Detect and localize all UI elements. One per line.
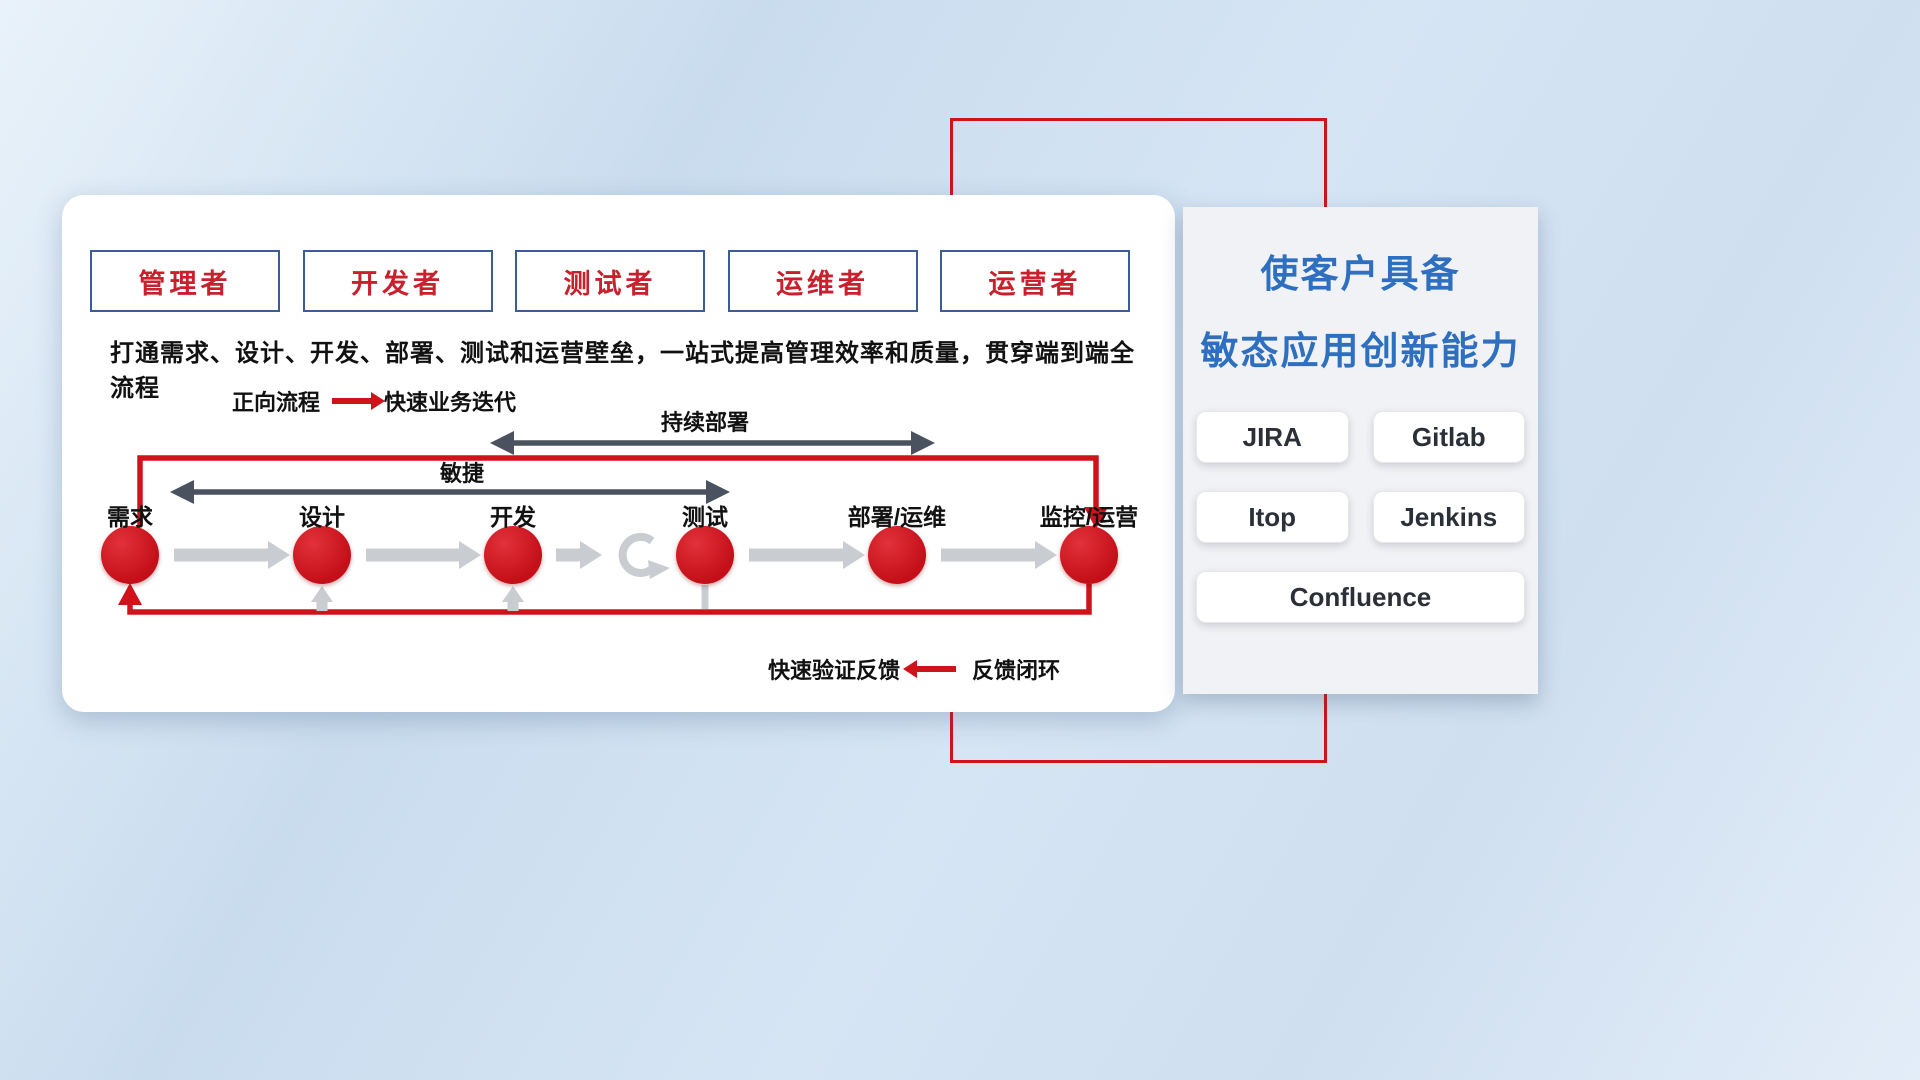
forward-legend-value: 快速业务迭代 [384, 390, 517, 415]
flow-step-label: 部署/运维 [847, 504, 947, 530]
roles-row: 管理者 开发者 测试者 运维者 运营者 [90, 250, 1130, 312]
feedback-legend: 快速验证反馈 反馈闭环 [768, 653, 1060, 685]
flow-node-circle [484, 526, 542, 584]
panel-title-line1: 使客户具备 [1260, 254, 1461, 296]
flow-step-label: 开发 [490, 504, 536, 530]
flow-step-label: 监控/运营 [1039, 504, 1139, 530]
flow-step-deploy-ops: 部署/运维 [827, 498, 967, 584]
flow-step-test: 测试 [635, 498, 775, 584]
tool-button-confluence: Confluence [1196, 571, 1525, 623]
role-box-ops: 运维者 [727, 250, 918, 312]
flow-step-label: 测试 [682, 504, 728, 530]
tool-button-itop: Itop [1196, 491, 1349, 543]
tool-button-jenkins: Jenkins [1372, 491, 1525, 543]
flow-node-circle [1060, 526, 1118, 584]
role-box-operator: 运营者 [940, 250, 1130, 312]
devops-flow-card: 管理者 开发者 测试者 运维者 运营者 打通需求、设计、开发、部署、测试和运营壁… [62, 195, 1175, 712]
continuous-deployment-span-arrow [490, 431, 935, 455]
flow-step-monitor-operate: 监控/运营 [1019, 498, 1159, 584]
flow-node-circle [676, 526, 734, 584]
forward-loop-line [137, 455, 1108, 529]
flow-step-arrows [174, 541, 1057, 569]
flow-step-label: 需求 [107, 504, 153, 530]
forward-arrow-icon [332, 392, 386, 410]
tools-panel: 使客户具备 敏态应用创新能力 JIRA Gitlab Itop Jenkins … [1183, 207, 1538, 694]
flow-step-develop: 开发 [443, 498, 583, 584]
role-box-tester: 测试者 [515, 250, 705, 312]
flow-diagram-lines [118, 431, 1108, 615]
flow-node-circle [293, 526, 351, 584]
agile-span-arrow [170, 480, 730, 504]
tool-button-gitlab: Gitlab [1372, 411, 1525, 463]
forward-legend-label: 正向流程 [232, 390, 321, 415]
feedback-loop-line [118, 583, 1092, 615]
tools-grid: JIRA Gitlab Itop Jenkins Confluence [1196, 411, 1525, 623]
card-subtitle: 打通需求、设计、开发、部署、测试和运营壁垒，一站式提高管理效率和质量，贯穿端到端… [110, 340, 1135, 402]
feedback-arrow-icon [903, 660, 957, 678]
flow-step-design: 设计 [252, 498, 392, 584]
tool-button-jira: JIRA [1196, 411, 1349, 463]
flow-step-label: 设计 [299, 504, 345, 530]
iteration-loop-icon [618, 532, 670, 579]
continuous-deployment-label: 持续部署 [660, 410, 749, 435]
flow-step-requirements: 需求 [60, 498, 200, 584]
feedback-up-arrows [311, 586, 524, 611]
role-box-manager: 管理者 [90, 250, 280, 312]
feedback-legend-value: 反馈闭环 [972, 658, 1061, 683]
role-box-developer: 开发者 [302, 250, 493, 312]
agile-label: 敏捷 [439, 461, 484, 486]
flow-node-circle [101, 526, 159, 584]
panel-title-line2: 敏态应用创新能力 [1200, 331, 1521, 373]
forward-legend: 正向流程 快速业务迭代 [232, 385, 516, 417]
feedback-legend-label: 快速验证反馈 [768, 658, 901, 683]
flow-node-circle [868, 526, 926, 584]
